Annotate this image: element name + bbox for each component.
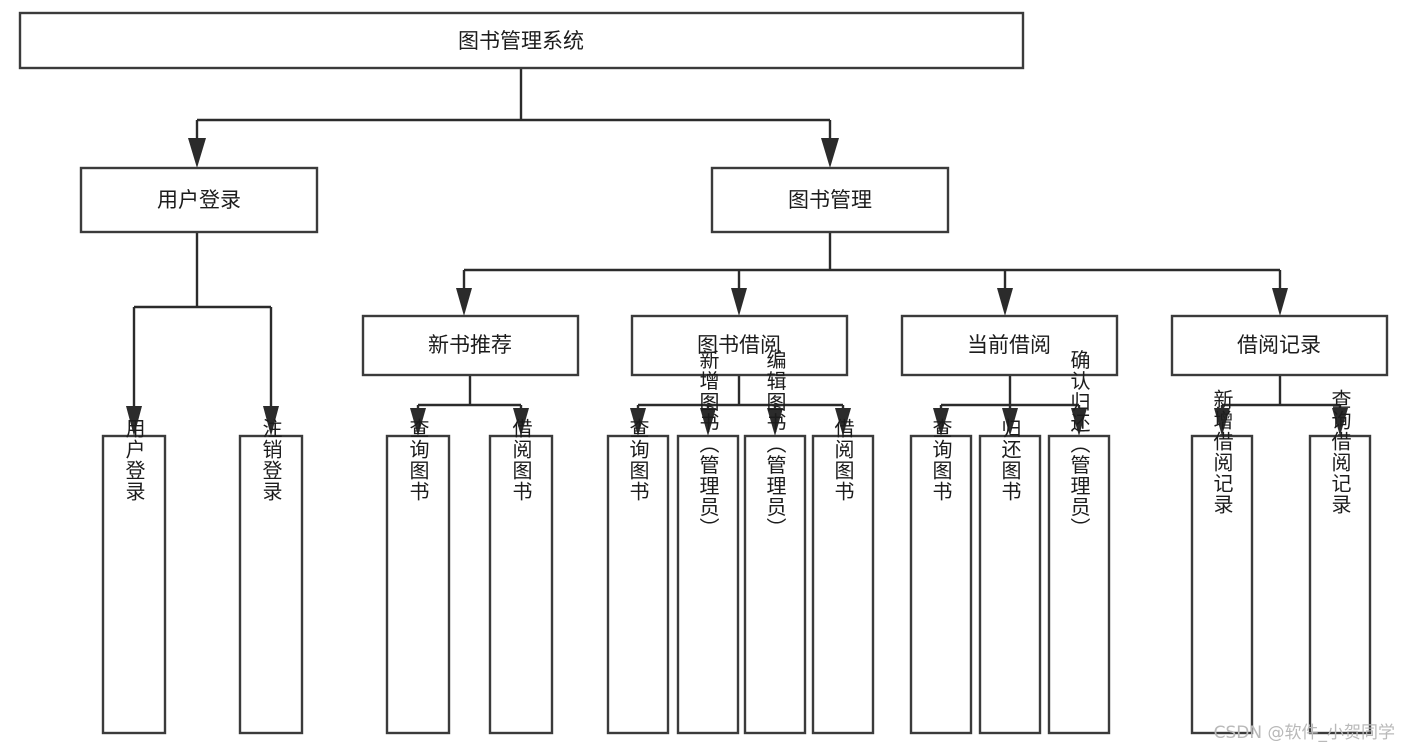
node-book-borrow[interactable]: 图书借阅 [630, 314, 849, 377]
leaf-query-book-1-label: 查询图书 [406, 418, 430, 502]
leaf-user-logout-label: 注销登录 [259, 418, 283, 502]
node-leaf-user-login[interactable]: 用户登录 [101, 418, 167, 735]
node-leaf-borrow-book-1[interactable]: 借阅图书 [488, 418, 554, 735]
leaf-borrow-book-1-label: 借阅图书 [509, 418, 533, 502]
arrow-head-book-borrow [731, 288, 747, 316]
leaf-edit-book-box[interactable] [743, 434, 807, 735]
connector-group-book-management-to-level3 [456, 232, 1288, 316]
leaf-query-book-2-box[interactable] [606, 434, 670, 735]
node-leaf-query-book-2[interactable]: 查询图书 [606, 418, 670, 735]
node-leaf-borrow-book-2[interactable]: 借阅图书 [811, 418, 875, 735]
arrow-head-book-management [821, 138, 839, 168]
node-root[interactable]: 图书管理系统 [18, 11, 1025, 70]
leaf-borrow-book-2-label: 借阅图书 [831, 418, 855, 502]
arrow-head-current-borrow [997, 288, 1013, 316]
arrow-head-leaf-confirm-return [1071, 408, 1087, 436]
leaf-query-book-3-box[interactable] [909, 434, 973, 735]
arrow-head-leaf-edit-book [767, 408, 783, 436]
leaf-user-login-label: 用户登录 [122, 418, 146, 502]
leaf-add-book-box[interactable] [676, 434, 740, 735]
leaf-return-book-box[interactable] [978, 434, 1042, 735]
user-login-label: 用户登录 [157, 188, 241, 212]
leaf-query-record-label: 查询借阅记录 [1328, 389, 1352, 515]
arrow-head-user-login [188, 138, 206, 168]
connector-group-book-borrow-to-leaves [630, 375, 851, 436]
node-leaf-query-book-1[interactable]: 查询图书 [385, 418, 451, 735]
root-label: 图书管理系统 [458, 29, 584, 53]
leaf-add-book-label: 新增图书（管理员） [696, 349, 720, 538]
leaf-confirm-return-box[interactable] [1047, 434, 1111, 735]
leaf-add-record-label: 新增借阅记录 [1210, 389, 1234, 515]
leaf-query-book-3-label: 查询图书 [929, 418, 953, 502]
node-new-book-recommend[interactable]: 新书推荐 [361, 314, 580, 377]
connector-group-user-login-to-leaves [126, 232, 279, 436]
leaf-borrow-book-1-box[interactable] [488, 434, 554, 735]
leaf-user-logout-box[interactable] [238, 434, 304, 735]
arrow-head-leaf-user-login [126, 406, 142, 436]
connector-group-borrow-record-to-leaves [1214, 375, 1348, 436]
leaf-add-record-box[interactable] [1190, 434, 1254, 735]
current-borrow-box[interactable] [900, 314, 1119, 377]
borrow-record-label: 借阅记录 [1237, 333, 1321, 357]
book-management-label: 图书管理 [788, 188, 872, 212]
leaf-user-login-box[interactable] [101, 434, 167, 735]
arrow-head-borrow-record [1272, 288, 1288, 316]
node-borrow-record[interactable]: 借阅记录 [1170, 314, 1389, 377]
node-leaf-confirm-return[interactable]: 确认归还（管理员） [1047, 349, 1111, 735]
new-book-recommend-box[interactable] [361, 314, 580, 377]
node-leaf-add-record[interactable]: 新增借阅记录 [1190, 389, 1254, 735]
leaf-confirm-return-label: 确认归还（管理员） [1067, 349, 1091, 538]
node-user-login[interactable]: 用户登录 [79, 166, 319, 234]
root-box[interactable] [18, 11, 1025, 70]
current-borrow-label: 当前借阅 [967, 333, 1051, 357]
node-leaf-return-book[interactable]: 归还图书 [978, 418, 1042, 735]
borrow-record-box[interactable] [1170, 314, 1389, 377]
node-current-borrow[interactable]: 当前借阅 [900, 314, 1119, 377]
leaf-query-book-2-label: 查询图书 [626, 418, 650, 502]
node-leaf-edit-book[interactable]: 编辑图书（管理员） [743, 349, 807, 735]
node-leaf-user-logout[interactable]: 注销登录 [238, 418, 304, 735]
csdn-watermark: CSDN @软件_小贺同学 [1213, 723, 1395, 743]
leaf-query-book-1-box[interactable] [385, 434, 451, 735]
connector-group-new-book-recommend-to-leaves [410, 375, 529, 436]
node-leaf-query-book-3[interactable]: 查询图书 [909, 418, 973, 735]
book-management-box[interactable] [710, 166, 950, 234]
leaf-edit-book-label: 编辑图书（管理员） [763, 349, 787, 538]
arrow-head-new-book-recommend [456, 288, 472, 316]
user-login-box[interactable] [79, 166, 319, 234]
new-book-recommend-label: 新书推荐 [428, 333, 512, 357]
node-leaf-add-book[interactable]: 新增图书（管理员） [676, 349, 740, 735]
arrow-head-leaf-user-logout [263, 406, 279, 436]
arrow-head-leaf-add-book [700, 408, 716, 436]
arrow-head-leaf-query-book-2 [630, 408, 646, 436]
arrow-head-leaf-query-book-3 [933, 408, 949, 436]
leaf-return-book-label: 归还图书 [998, 418, 1022, 502]
leaf-borrow-book-2-box[interactable] [811, 434, 875, 735]
arrow-head-leaf-query-record [1332, 408, 1348, 436]
leaf-query-record-box[interactable] [1308, 434, 1372, 735]
arrow-head-leaf-add-record [1214, 408, 1230, 436]
arrow-head-leaf-borrow-book-2 [835, 408, 851, 436]
connector-group-current-borrow-to-leaves [933, 375, 1087, 436]
connector-group-root-to-level2 [188, 68, 839, 168]
book-borrow-box[interactable] [630, 314, 849, 377]
arrow-head-leaf-query-book-1 [410, 408, 426, 436]
book-borrow-label: 图书借阅 [697, 333, 781, 357]
arrow-head-leaf-return-book [1002, 408, 1018, 436]
node-book-management[interactable]: 图书管理 [710, 166, 950, 234]
arrow-head-leaf-borrow-book-1 [513, 408, 529, 436]
node-leaf-query-record[interactable]: 查询借阅记录 [1308, 389, 1372, 735]
